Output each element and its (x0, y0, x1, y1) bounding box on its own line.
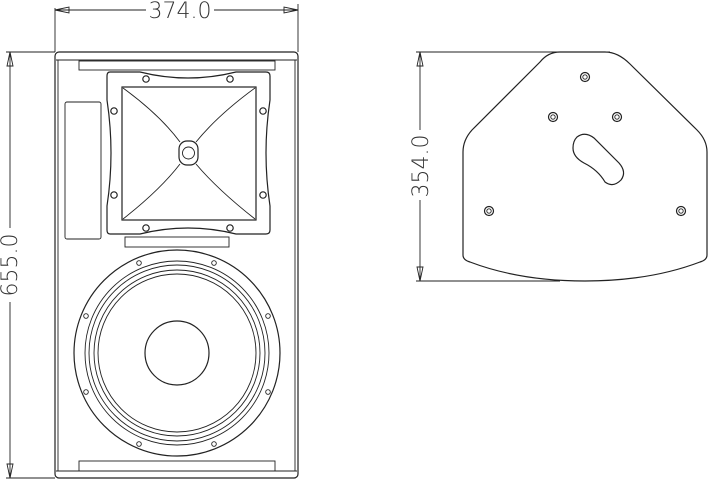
horn-tweeter (106, 71, 271, 235)
bass-port (64, 101, 102, 240)
side-plate-outline (462, 51, 708, 282)
width-dimension: 374.0 (54, 0, 299, 52)
woofer-bolts (83, 260, 271, 447)
bottom-handle-slot (78, 460, 276, 472)
horn-bolts (110, 75, 267, 232)
horn-throat (178, 140, 199, 166)
front-view: 374.0 655.0 (0, 0, 299, 479)
mounting-holes (483, 71, 687, 217)
width-label: 374.0 (149, 0, 212, 24)
height-label: 655.0 (0, 234, 23, 297)
side-view: 354.0 (409, 51, 708, 282)
height-dimension: 655.0 (0, 51, 55, 479)
top-handle-slot (78, 60, 276, 71)
woofer (73, 249, 281, 457)
side-height-label: 354.0 (409, 135, 434, 198)
cabinet-outline (54, 51, 299, 479)
side-height-dimension: 354.0 (409, 51, 610, 282)
horn-bottom-slot (124, 236, 230, 248)
pole-mount-slot (572, 133, 625, 186)
dust-cap (144, 320, 210, 386)
